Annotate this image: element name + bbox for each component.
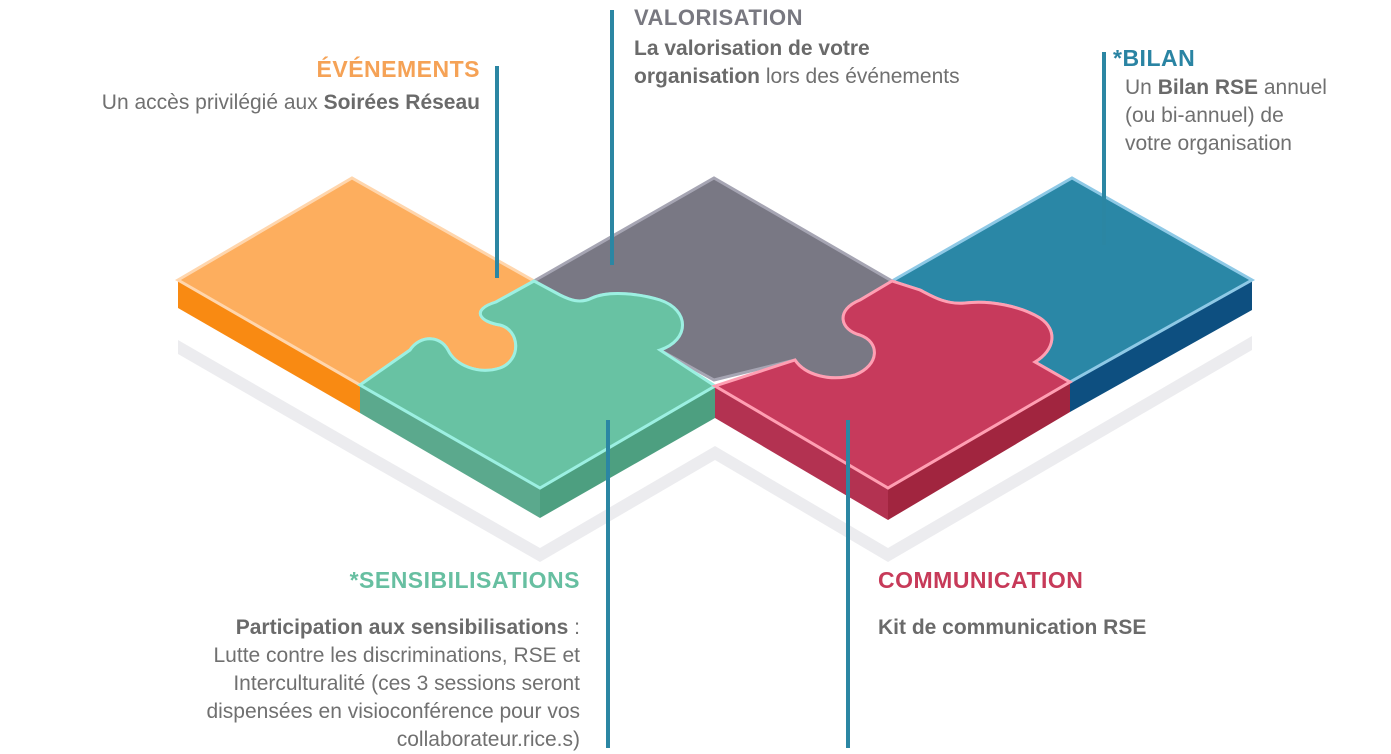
bilan-text-after: annuel (1258, 76, 1327, 99)
valorisation-block: VALORISATION La valorisation de votre or… (634, 5, 1074, 91)
sensibilisations-line-3: Interculturalité (ces 3 sessions seront (233, 672, 580, 695)
communication-title: COMMUNICATION (878, 567, 1084, 593)
bilan-line-3: votre organisation (1125, 132, 1292, 155)
puzzle-piece-communication (711, 279, 1074, 520)
bilan-block: *BILAN Un Bilan RSE annuel (ou bi-annuel… (1110, 45, 1390, 158)
bilan-line-2: (ou bi-annuel) de (1125, 104, 1284, 127)
sensibilisations-line-4: dispensées en visioconférence pour vos (206, 700, 580, 723)
valorisation-text-after: lors des événements (760, 65, 960, 88)
sensibilisations-title: *SENSIBILISATIONS (349, 567, 580, 593)
valorisation-description: La valorisation de votre organisation lo… (634, 35, 1074, 91)
sensibilisations-block: *SENSIBILISATIONS Participation aux sens… (60, 567, 580, 754)
bilan-text-before: Un (1125, 76, 1158, 99)
communication-block: COMMUNICATION Kit de communication RSE (878, 567, 1298, 642)
communication-description: Kit de communication RSE (878, 614, 1298, 642)
evenements-description: Un accès privilégié aux Soirées Réseau (0, 89, 480, 117)
evenements-block: ÉVÉNEMENTS Un accès privilégié aux Soiré… (0, 56, 480, 117)
sensibilisations-text-colon: : (568, 616, 580, 639)
sensibilisations-line-2: Lutte contre les discriminations, RSE et (213, 644, 581, 667)
evenements-title: ÉVÉNEMENTS (316, 56, 480, 82)
sensibilisations-text-bold: Participation aux sensibilisations (235, 616, 569, 639)
sensibilisations-description: Participation aux sensibilisations : Lut… (60, 614, 580, 754)
evenements-text: Un accès privilégié aux (101, 91, 324, 114)
evenements-text-bold: Soirées Réseau (323, 91, 480, 114)
connector-lines (495, 10, 1106, 748)
floor-shadow (178, 336, 1252, 562)
puzzle-piece-sensibilisations (357, 279, 718, 518)
valorisation-title: VALORISATION (634, 5, 803, 30)
bilan-text-bold: Bilan RSE (1157, 76, 1259, 99)
communication-text-bold: Kit de communication RSE (878, 616, 1147, 639)
valorisation-text-bold: La valorisation de votre (634, 37, 870, 60)
sensibilisations-line-5: collaborateur.rice.s) (396, 728, 580, 751)
bilan-title: *BILAN (1113, 45, 1196, 71)
valorisation-text-bold-2: organisation (634, 65, 761, 88)
bilan-description: Un Bilan RSE annuel (ou bi-annuel) de vo… (1125, 74, 1390, 158)
